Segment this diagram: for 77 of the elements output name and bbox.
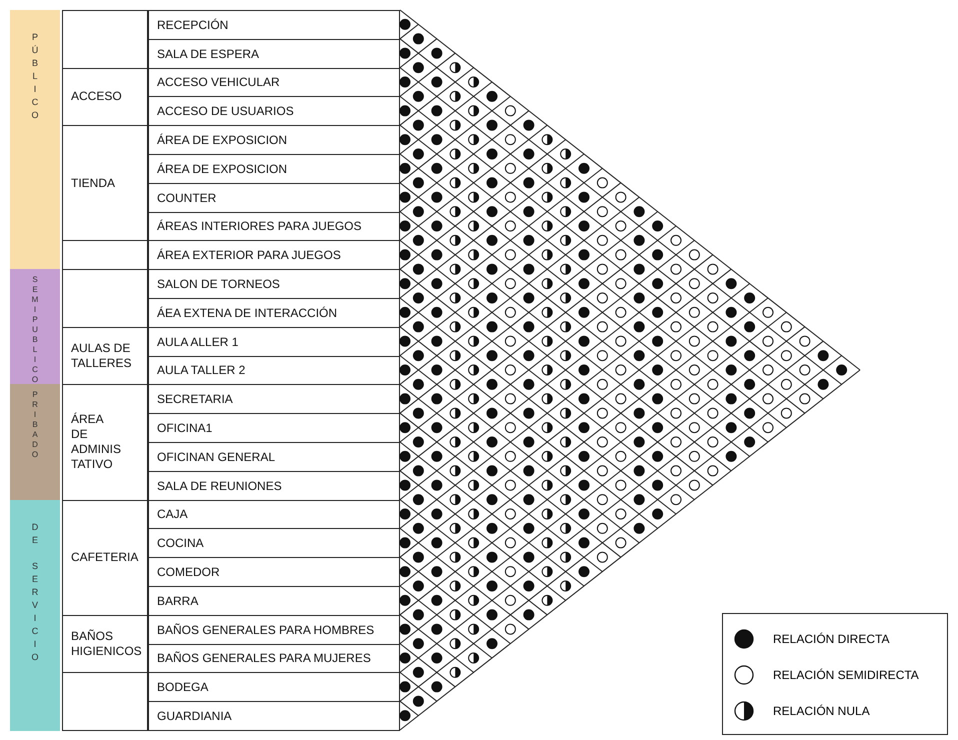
group-cell xyxy=(62,125,148,242)
space-label: ÁREA DE EXPOSICION xyxy=(157,162,288,176)
space-label: ÁREA DE EXPOSICION xyxy=(157,133,288,148)
space-cell xyxy=(148,240,400,270)
space-cell xyxy=(148,614,400,645)
zone-band xyxy=(10,10,60,270)
space-cell xyxy=(148,701,400,731)
space-cell xyxy=(148,384,400,414)
space-cell xyxy=(148,38,400,69)
space-label: AULA TALLER 2 xyxy=(157,363,246,378)
legend-label: RELACIÓN NULA xyxy=(773,704,870,718)
space-cell xyxy=(148,182,400,213)
space-label: COCINA xyxy=(157,536,204,550)
space-cell xyxy=(148,298,400,328)
space-cell xyxy=(148,356,400,386)
group-cell xyxy=(62,326,148,386)
group-cell xyxy=(62,384,148,501)
zone-label: PRIBADO xyxy=(30,390,40,460)
space-label: RECEPCIÓN xyxy=(157,18,228,32)
space-cell xyxy=(148,10,400,40)
space-label: SALA DE REUNIONES xyxy=(157,478,282,493)
space-cell xyxy=(148,326,400,357)
space-label: ÁEA EXTENA DE INTERACCIÓN xyxy=(157,306,338,320)
group-label: BAÑOS HIGIENICOS xyxy=(71,629,142,660)
space-label: SALON DE TORNEOS xyxy=(157,277,280,292)
zone-label: PÚBLICO xyxy=(30,32,40,123)
space-cell xyxy=(148,557,400,587)
space-cell xyxy=(148,528,400,558)
space-label: ACCESO DE USUARIOS xyxy=(157,104,294,118)
space-cell xyxy=(148,212,400,242)
zone-band xyxy=(10,384,60,501)
space-cell xyxy=(148,442,400,472)
space-cell xyxy=(148,644,400,674)
zone-label: SEMIPUBLICO xyxy=(30,275,40,386)
space-label: ÁREAS INTERIORES PARA JUEGOS xyxy=(157,219,362,234)
zone-label: DE SERVICIO xyxy=(30,522,40,665)
group-cell xyxy=(62,269,148,328)
space-label: SALA DE ESPERA xyxy=(157,46,260,61)
group-cell xyxy=(62,240,148,270)
space-label: SECRETARIA xyxy=(157,392,233,406)
group-label: TIENDA xyxy=(71,176,116,191)
space-label: COMEDOR xyxy=(157,565,220,580)
space-label: BODEGA xyxy=(157,680,208,694)
space-cell xyxy=(148,96,400,126)
space-cell xyxy=(148,470,400,501)
zone-band xyxy=(10,269,60,386)
group-label: AULAS DE TALLERES xyxy=(71,341,132,372)
space-label: ÁREA EXTERIOR PARA JUEGOS xyxy=(157,248,341,262)
space-label: GUARDIANIA xyxy=(157,709,232,724)
group-label: ÁREA DE ADMINIS TATIVO xyxy=(71,412,121,472)
space-label: BAÑOS GENERALES PARA MUJERES xyxy=(157,651,371,666)
space-cell xyxy=(148,269,400,299)
space-label: BARRA xyxy=(157,594,198,608)
group-cell xyxy=(62,672,148,731)
group-label: CAFETERIA xyxy=(71,550,138,566)
space-label: OFICINAN GENERAL xyxy=(157,450,276,464)
space-label: CAJA xyxy=(157,507,188,522)
space-cell xyxy=(148,125,400,155)
space-cell xyxy=(148,68,400,98)
group-cell xyxy=(62,68,148,126)
space-cell xyxy=(148,500,400,530)
group-cell xyxy=(62,500,148,616)
space-cell xyxy=(148,672,400,702)
legend-label: RELACIÓN DIRECTA xyxy=(773,632,890,646)
space-label: COUNTER xyxy=(157,190,216,205)
space-cell xyxy=(148,413,400,443)
space-label: ACCESO VEHICULAR xyxy=(157,75,280,90)
group-label: ACCESO xyxy=(71,89,122,104)
space-cell xyxy=(148,586,400,616)
zone-band xyxy=(10,500,60,731)
space-label: BAÑOS GENERALES PARA HOMBRES xyxy=(157,622,374,637)
space-label: AULA ALLER 1 xyxy=(157,334,238,349)
legend-label: RELACIÓN SEMIDIRECTA xyxy=(773,668,919,682)
group-cell xyxy=(62,10,148,69)
space-cell xyxy=(148,154,400,184)
space-label: OFICINA1 xyxy=(157,421,212,436)
group-cell xyxy=(62,614,148,674)
